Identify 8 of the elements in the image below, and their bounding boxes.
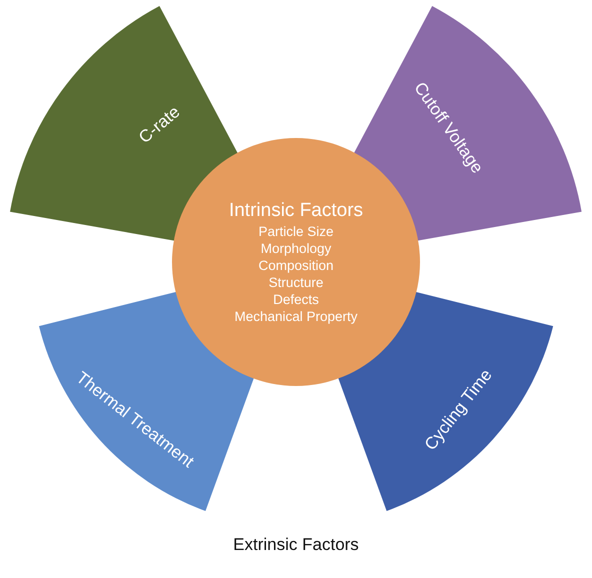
factor-item: Defects: [273, 291, 319, 308]
factor-item: Morphology: [260, 240, 332, 257]
factor-item: Composition: [258, 257, 334, 274]
factor-item: Structure: [268, 274, 324, 291]
factor-item: Mechanical Property: [234, 308, 358, 325]
footer-label: Extrinsic Factors: [232, 535, 360, 555]
factor-item: Particle Size: [258, 223, 334, 240]
circle-heading: Intrinsic Factors: [228, 199, 364, 223]
